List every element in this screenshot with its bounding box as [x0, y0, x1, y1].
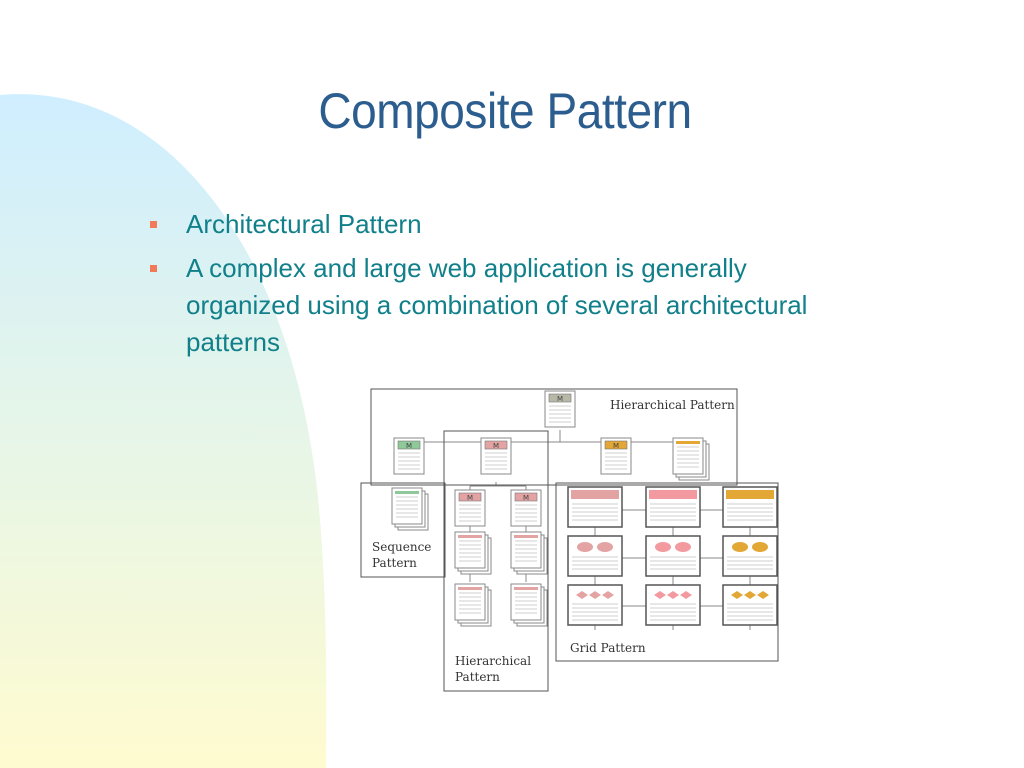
grid-cell-node: [722, 584, 778, 626]
label-grid: Grid Pattern: [570, 641, 646, 655]
grid-cell-node: [722, 486, 778, 528]
grid-cell-node: [645, 535, 701, 577]
grid-cell-node: [645, 486, 701, 528]
page-stack-node: [454, 583, 492, 627]
node-tag-label: M: [523, 494, 529, 502]
node-tag: [397, 440, 421, 450]
hierarchical-left-frame: [443, 430, 549, 692]
grid-frame: [555, 482, 779, 662]
page-stack-node: [510, 583, 548, 627]
page-stack-node: [391, 487, 429, 531]
node-tag: [548, 393, 572, 403]
bullet-text: A complex and large web application is g…: [186, 253, 808, 357]
label-hierarchical-left-line1: Hierarchical: [455, 654, 531, 668]
node-tag-label: M: [493, 442, 499, 450]
page-stack-node: [454, 531, 492, 575]
label-sequence-line2: Pattern: [372, 556, 417, 570]
slide-title: Composite Pattern: [318, 83, 692, 139]
label-hierarchical-top: Hierarchical Pattern: [610, 398, 735, 412]
node-tag-label: M: [467, 494, 473, 502]
bullet-item: Architectural Pattern: [148, 206, 868, 243]
grid-cell-node: [567, 584, 623, 626]
page-node: M: [480, 437, 512, 475]
page-node: M: [544, 390, 576, 428]
bullet-item: A complex and large web application is g…: [148, 250, 868, 361]
bullet-text: Architectural Pattern: [186, 209, 422, 239]
label-hierarchical-left-line2: Pattern: [455, 670, 500, 684]
node-tag-label: M: [406, 442, 412, 450]
page-node: M: [510, 489, 542, 527]
grid-cell-node: [722, 535, 778, 577]
node-tag: [458, 492, 482, 502]
page-node: M: [454, 489, 486, 527]
grid-cell-node: [645, 584, 701, 626]
page-node: M: [393, 437, 425, 475]
diagram-nodes: M M M M M M: [391, 390, 778, 627]
hierarchical-top-frame: [370, 388, 738, 486]
composite-pattern-diagram: M M M M M M Hierarchical Pattern Sequence Pat…: [360, 388, 779, 692]
bullet-square-icon: [150, 265, 157, 272]
label-sequence-line1: Sequence: [372, 540, 431, 554]
grid-cell-node: [567, 486, 623, 528]
page-stack-node: [510, 531, 548, 575]
node-tag-label: M: [557, 395, 563, 403]
grid-cell-node: [567, 535, 623, 577]
node-tag: [514, 492, 538, 502]
node-tag: [484, 440, 508, 450]
node-tag-label: M: [613, 442, 619, 450]
background-curve-shape: [0, 94, 327, 768]
sequence-frame: [360, 482, 446, 578]
page-stack-node: [672, 437, 710, 481]
bullet-square-icon: [150, 221, 157, 228]
bullet-list: Architectural Pattern A complex and larg…: [148, 206, 868, 368]
node-tag: [604, 440, 628, 450]
page-node: M: [600, 437, 632, 475]
